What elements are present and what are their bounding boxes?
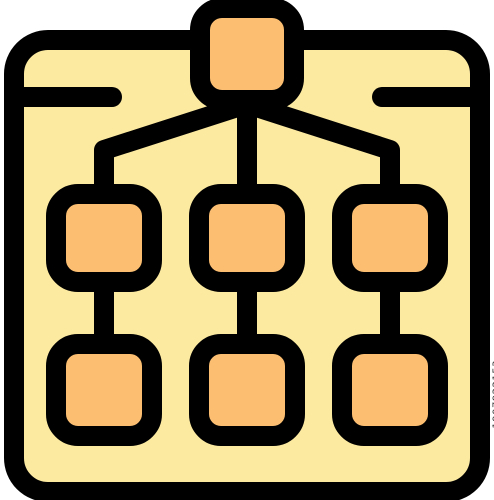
leaf-node-left: [46, 334, 162, 446]
child-node-left: [46, 184, 162, 292]
leaf-node-center: [189, 334, 305, 446]
child-node-center: [189, 184, 305, 292]
leaf-node-right: [332, 334, 448, 446]
root-node: [190, 0, 304, 110]
child-node-right: [332, 184, 448, 292]
